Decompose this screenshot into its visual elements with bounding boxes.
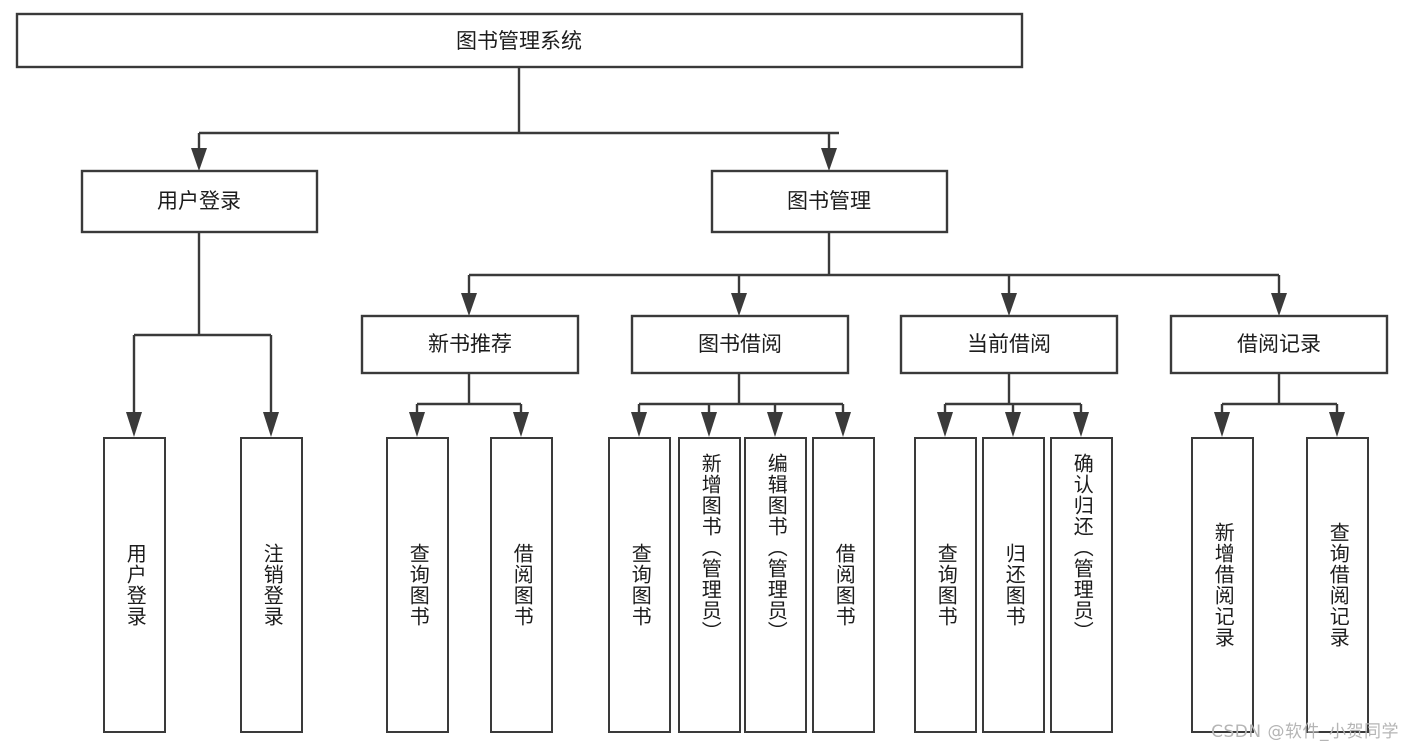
- connector-bookmanage-to-level3: [461, 232, 1287, 316]
- leaf-node-query-book-1[interactable]: 查询图书: [386, 437, 449, 733]
- leaf-node-query-record-label: 查询借阅记录: [1326, 522, 1351, 648]
- leaf-node-query-book-2-label: 查询图书: [628, 543, 653, 627]
- connector-borrowrecord-to-leaves: [1214, 373, 1345, 437]
- leaf-node-add-book-label: 新增图书（管理员）: [698, 453, 723, 642]
- leaf-node-logout-login[interactable]: 注销登录: [240, 437, 303, 733]
- leaf-node-query-book-3[interactable]: 查询图书: [914, 437, 977, 733]
- node-user-login[interactable]: 用户登录: [80, 169, 319, 234]
- node-book-manage-label: 图书管理: [787, 189, 871, 213]
- connector-userlogin-to-leaves: [126, 232, 279, 437]
- leaf-node-edit-book-label: 编辑图书（管理员）: [764, 453, 789, 642]
- node-user-login-label: 用户登录: [157, 189, 241, 213]
- csdn-watermark: CSDN @软件_小贺同学: [1211, 722, 1399, 742]
- node-current-borrow[interactable]: 当前借阅: [899, 314, 1119, 375]
- leaf-node-return-book-label: 归还图书: [1002, 543, 1027, 627]
- connector-root-to-level2: [191, 67, 839, 171]
- leaf-node-add-record[interactable]: 新增借阅记录: [1191, 437, 1254, 733]
- connector-bookborrow-to-leaves: [631, 373, 851, 437]
- leaf-node-borrow-book-1-label: 借阅图书: [510, 543, 535, 627]
- node-current-borrow-label: 当前借阅: [967, 332, 1051, 356]
- node-new-book-rec[interactable]: 新书推荐: [360, 314, 580, 375]
- connector-currentborrow-to-leaves: [937, 373, 1089, 437]
- node-book-manage[interactable]: 图书管理: [710, 169, 949, 234]
- leaf-node-query-book-3-label: 查询图书: [934, 543, 959, 627]
- leaf-node-borrow-book-2[interactable]: 借阅图书: [812, 437, 875, 733]
- leaf-node-user-login-label: 用户登录: [123, 543, 148, 627]
- leaf-node-logout-login-label: 注销登录: [260, 543, 285, 627]
- leaf-node-user-login[interactable]: 用户登录: [103, 437, 166, 733]
- leaf-node-borrow-book-1[interactable]: 借阅图书: [490, 437, 553, 733]
- leaf-node-add-book[interactable]: 新增图书（管理员）: [678, 437, 741, 733]
- leaf-node-confirm-return-label: 确认归还（管理员）: [1070, 453, 1095, 642]
- leaf-node-query-record[interactable]: 查询借阅记录: [1306, 437, 1369, 733]
- leaf-node-return-book[interactable]: 归还图书: [982, 437, 1045, 733]
- node-book-borrow[interactable]: 图书借阅: [630, 314, 850, 375]
- leaf-node-add-record-label: 新增借阅记录: [1211, 522, 1236, 648]
- leaf-node-edit-book[interactable]: 编辑图书（管理员）: [744, 437, 807, 733]
- leaf-node-query-book-1-label: 查询图书: [406, 543, 431, 627]
- leaf-node-borrow-book-2-label: 借阅图书: [832, 543, 857, 627]
- node-root[interactable]: 图书管理系统: [15, 12, 1024, 69]
- leaf-node-confirm-return[interactable]: 确认归还（管理员）: [1050, 437, 1113, 733]
- node-borrow-record-label: 借阅记录: [1237, 332, 1321, 356]
- node-root-label: 图书管理系统: [456, 29, 582, 53]
- leaf-node-query-book-2[interactable]: 查询图书: [608, 437, 671, 733]
- node-borrow-record[interactable]: 借阅记录: [1169, 314, 1389, 375]
- node-book-borrow-label: 图书借阅: [698, 332, 782, 356]
- connector-newbook-to-leaves: [409, 373, 529, 437]
- node-new-book-rec-label: 新书推荐: [428, 332, 512, 356]
